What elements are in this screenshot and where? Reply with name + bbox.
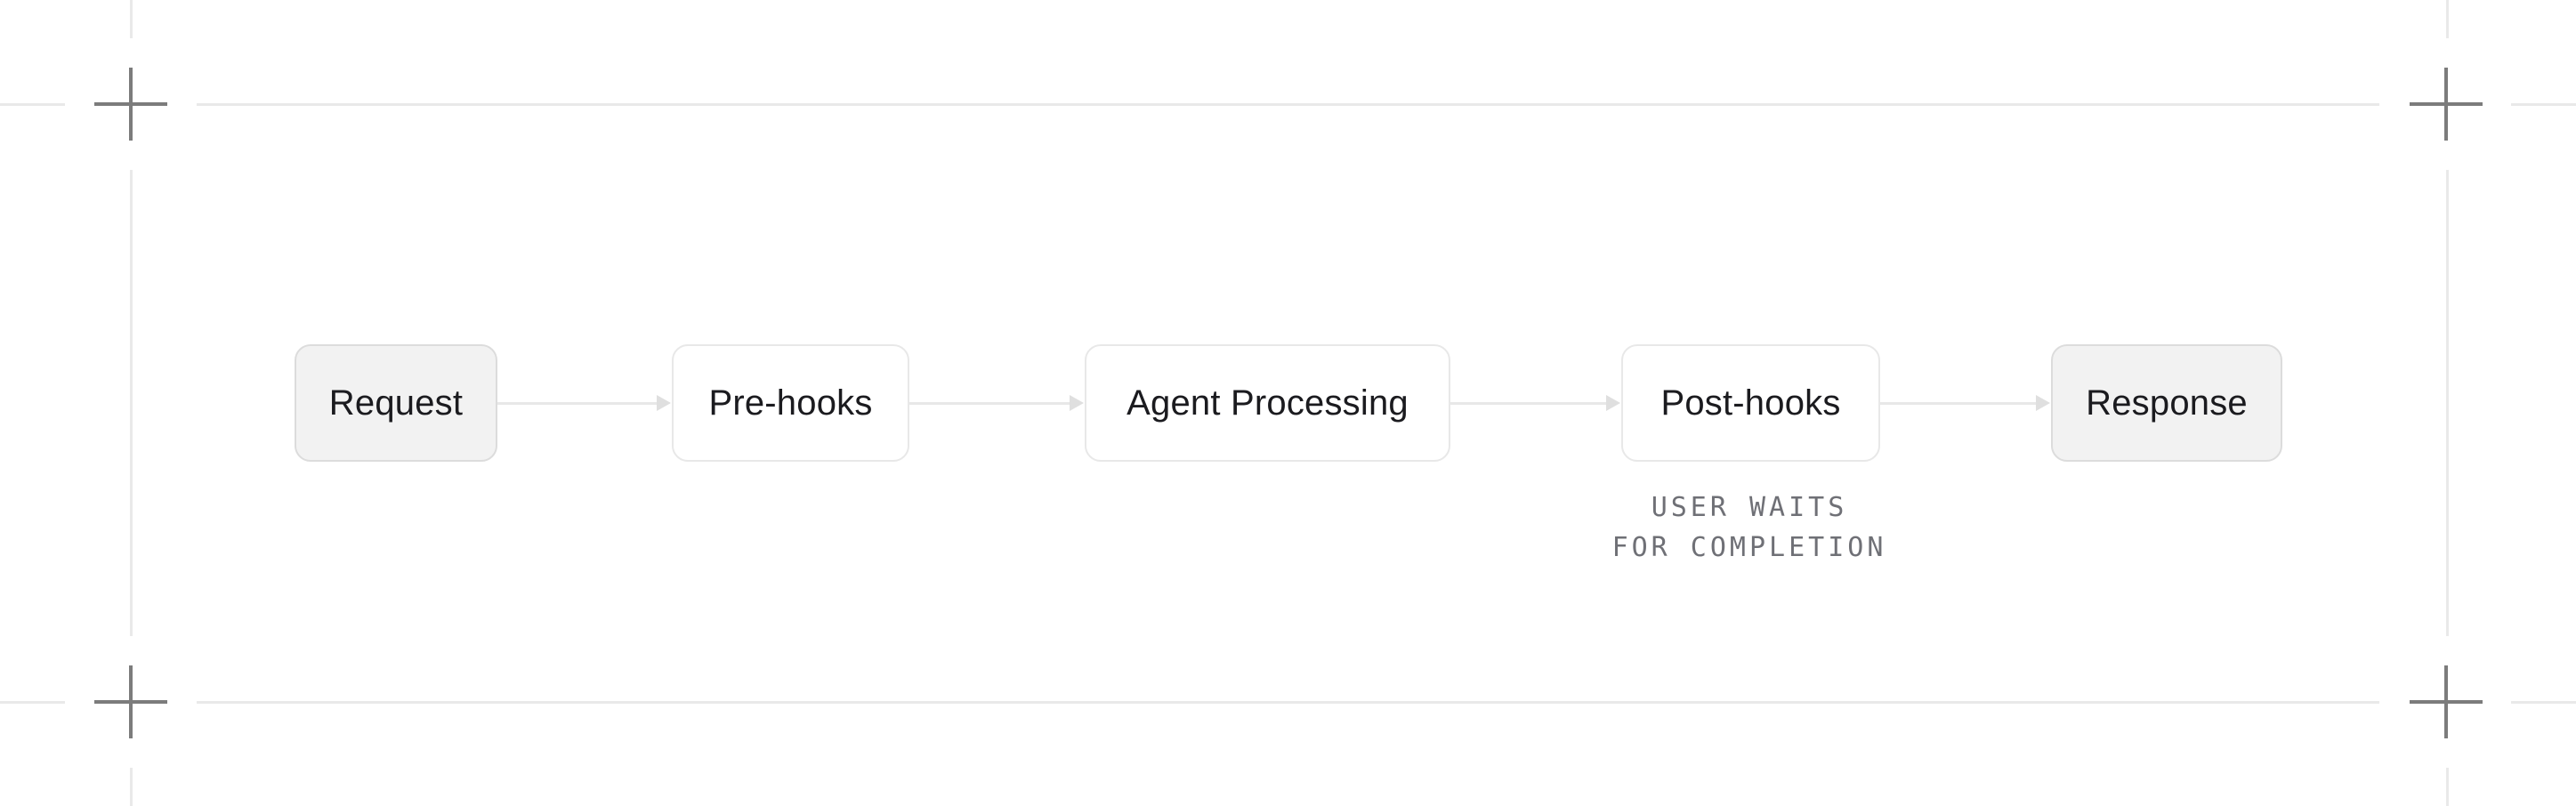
arrow-line: [497, 401, 659, 405]
annotation-line: FOR COMPLETION: [1611, 532, 1887, 563]
flow-node-agent-processing: Agent Processing: [1085, 344, 1450, 462]
arrowhead-right-icon: [657, 395, 671, 411]
guide-line-v: [2445, 768, 2449, 806]
crop-mark-bar-v: [129, 665, 133, 738]
arrowhead-right-icon: [2036, 395, 2050, 411]
flow-node-response: Response: [2051, 344, 2282, 462]
crop-mark-bar-v: [129, 68, 133, 141]
guide-line-h: [197, 700, 2379, 704]
flow-node-post-hooks: Post-hooks: [1621, 344, 1880, 462]
guide-line-v: [129, 768, 133, 806]
arrowhead-right-icon: [1606, 395, 1620, 411]
flow-node-label: Agent Processing: [1126, 383, 1409, 423]
guide-line-v: [129, 170, 133, 636]
guide-line-v: [129, 0, 133, 38]
flow-node-label: Pre-hooks: [708, 383, 873, 423]
flow-node-pre-hooks: Pre-hooks: [672, 344, 909, 462]
flow-node-label: Post-hooks: [1660, 383, 1841, 423]
arrowhead-right-icon: [1070, 395, 1084, 411]
crop-mark-bar-v: [2444, 68, 2448, 141]
flow-node-label: Response: [2086, 383, 2248, 423]
guide-line-h: [0, 700, 65, 704]
guide-line-h: [2511, 700, 2576, 704]
annotation-line: USER WAITS: [1651, 492, 1848, 523]
guide-line-h: [2511, 102, 2576, 106]
annotation-user-waits: USER WAITS FOR COMPLETION: [1612, 488, 1887, 568]
guide-line-v: [2445, 170, 2449, 636]
guide-line-h: [0, 102, 65, 106]
guide-line-v: [2445, 0, 2449, 38]
arrow-line: [1450, 401, 1609, 405]
flow-node-label: Request: [328, 383, 464, 423]
arrow-line: [1880, 401, 2039, 405]
crop-mark-bar-v: [2444, 665, 2448, 738]
flow-node-request: Request: [295, 344, 497, 462]
arrow-line: [909, 401, 1072, 405]
guide-line-h: [197, 102, 2379, 106]
